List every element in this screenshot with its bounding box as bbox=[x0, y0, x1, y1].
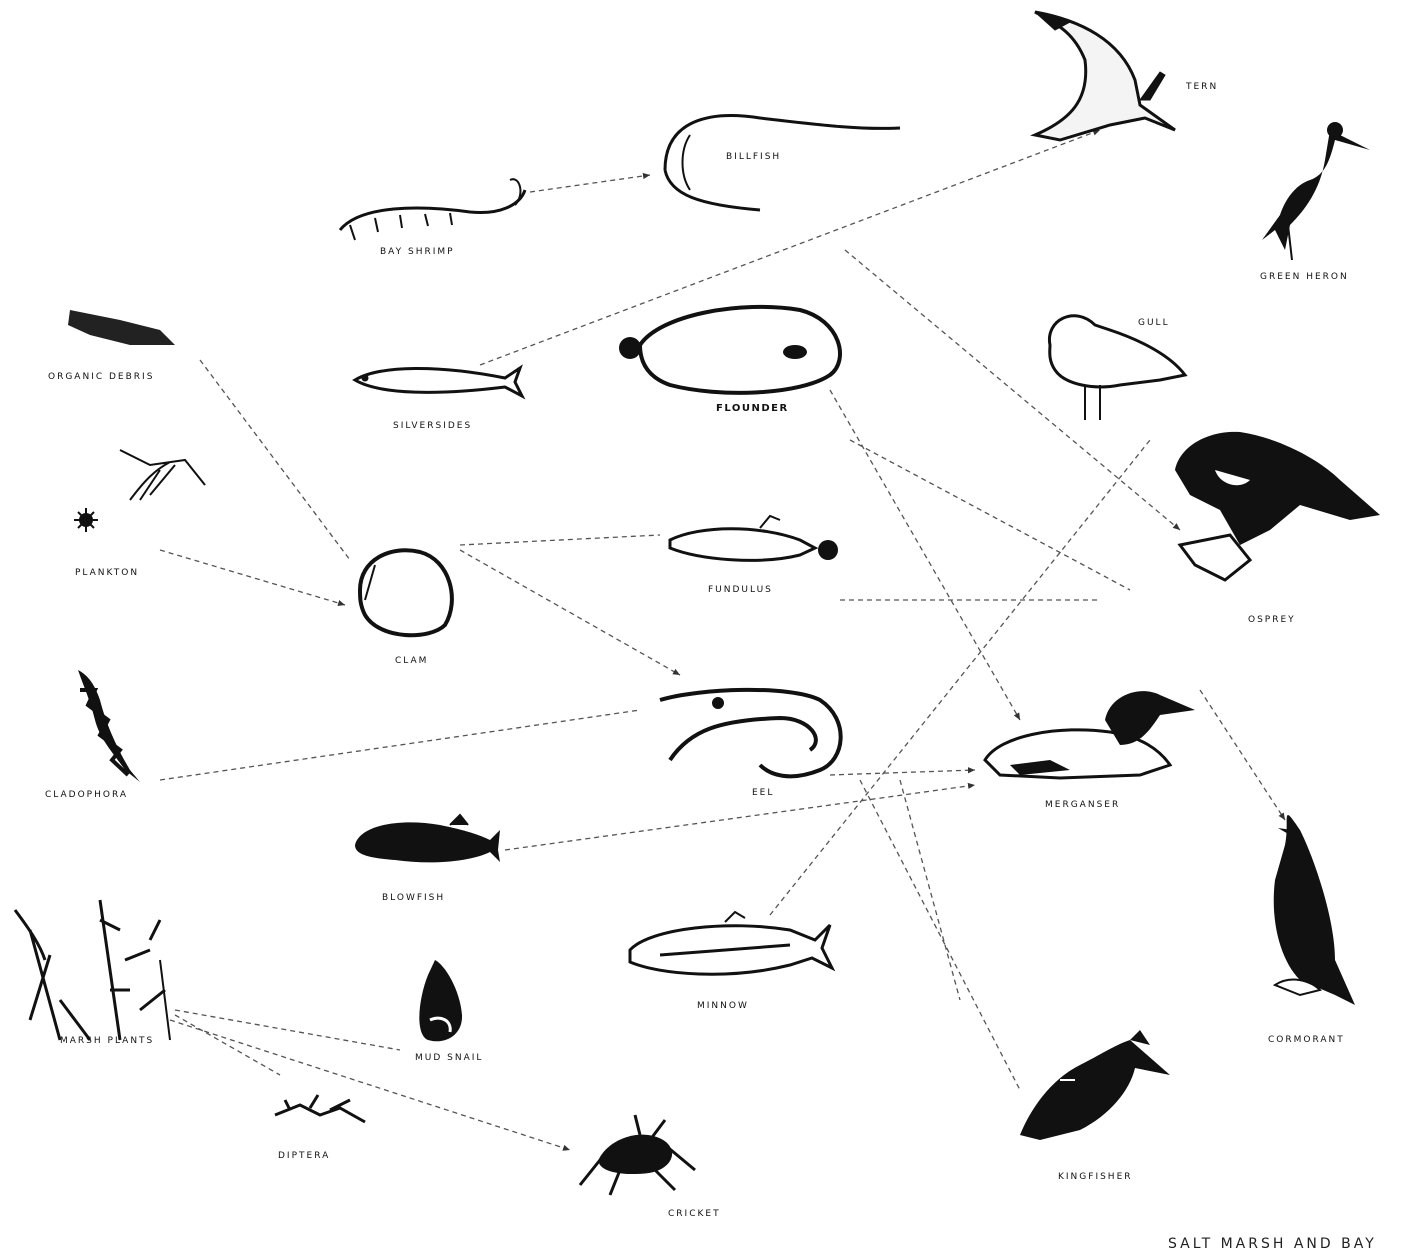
label-kingfisher: KINGFISHER bbox=[1058, 1172, 1133, 1182]
label-marsh-plants: MARSH PLANTS bbox=[60, 1036, 154, 1046]
link-marsh-diptera bbox=[175, 1015, 280, 1075]
clam-drawing bbox=[360, 550, 452, 635]
link-clam-fundulus bbox=[460, 535, 660, 545]
link-merganser-cormorant bbox=[1200, 690, 1285, 820]
tern-drawing bbox=[1035, 12, 1175, 140]
diptera-drawing bbox=[275, 1095, 365, 1122]
label-fundulus: FUNDULUS bbox=[708, 585, 773, 595]
cladophora-drawing bbox=[78, 670, 140, 782]
link-minnow-kingfisher bbox=[860, 780, 1020, 1090]
link-billfish-osprey bbox=[845, 250, 1180, 530]
label-flounder: FLOUNDER bbox=[716, 403, 789, 414]
label-cormorant: CORMORANT bbox=[1268, 1035, 1345, 1045]
blowfish-drawing bbox=[355, 815, 500, 862]
link-eel-kingfisher bbox=[900, 780, 960, 1000]
diagram-title: SALT MARSH AND BAY bbox=[1168, 1236, 1377, 1252]
label-mud-snail: MUD SNAIL bbox=[415, 1053, 483, 1063]
link-marsh-mudsnail bbox=[175, 1010, 400, 1050]
link-cladophora-eel bbox=[160, 710, 640, 780]
cormorant-drawing bbox=[1274, 815, 1355, 1005]
label-eel: EEL bbox=[752, 788, 774, 798]
kingfisher-drawing bbox=[1020, 1030, 1170, 1140]
link-clam-eel bbox=[460, 550, 680, 675]
link-flounder-merganser bbox=[830, 390, 1020, 720]
label-silversides: SILVERSIDES bbox=[393, 421, 472, 431]
label-organic-debris: ORGANIC DEBRIS bbox=[48, 372, 154, 382]
minnow-drawing bbox=[630, 912, 832, 974]
link-shrimp-billfish bbox=[530, 175, 650, 192]
marsh-plants-drawing bbox=[15, 900, 170, 1040]
label-diptera: DIPTERA bbox=[278, 1151, 330, 1161]
link-flounder-osprey bbox=[850, 440, 1130, 590]
label-plankton: PLANKTON bbox=[75, 568, 139, 578]
label-merganser: MERGANSER bbox=[1045, 800, 1120, 810]
label-minnow: MINNOW bbox=[697, 1001, 749, 1011]
green-heron-drawing bbox=[1262, 122, 1370, 260]
link-debris-clam bbox=[200, 360, 350, 560]
link-plankton-clam bbox=[160, 550, 345, 605]
label-green-heron: GREEN HERON bbox=[1260, 272, 1349, 282]
mud-snail-drawing bbox=[419, 960, 462, 1041]
link-blowfish-merganser bbox=[505, 785, 975, 850]
merganser-drawing bbox=[985, 691, 1195, 778]
silversides-drawing bbox=[355, 368, 522, 396]
label-cladophora: CLADOPHORA bbox=[45, 790, 128, 800]
bay-shrimp-drawing bbox=[340, 179, 525, 240]
label-blowfish: BLOWFISH bbox=[382, 893, 445, 903]
label-gull: GULL bbox=[1138, 318, 1170, 328]
eel-drawing bbox=[660, 690, 841, 776]
label-clam: CLAM bbox=[395, 656, 428, 666]
label-billfish: BILLFISH bbox=[726, 152, 781, 162]
osprey-drawing bbox=[1175, 432, 1380, 580]
fundulus-drawing bbox=[670, 516, 838, 560]
label-tern: TERN bbox=[1186, 82, 1218, 92]
gull-drawing bbox=[1049, 316, 1185, 420]
label-bay-shrimp: BAY SHRIMP bbox=[380, 247, 455, 257]
link-eel-merganser bbox=[830, 770, 975, 775]
organic-debris-drawing bbox=[68, 310, 175, 345]
billfish-drawing bbox=[665, 116, 900, 210]
label-osprey: OSPREY bbox=[1248, 615, 1296, 625]
label-cricket: CRICKET bbox=[668, 1209, 721, 1219]
link-marsh-cricket bbox=[170, 1020, 570, 1150]
link-minnow-osprey bbox=[770, 440, 1150, 915]
flounder-drawing bbox=[619, 307, 840, 393]
plankton-drawing bbox=[74, 450, 205, 532]
cricket-drawing bbox=[580, 1115, 695, 1195]
